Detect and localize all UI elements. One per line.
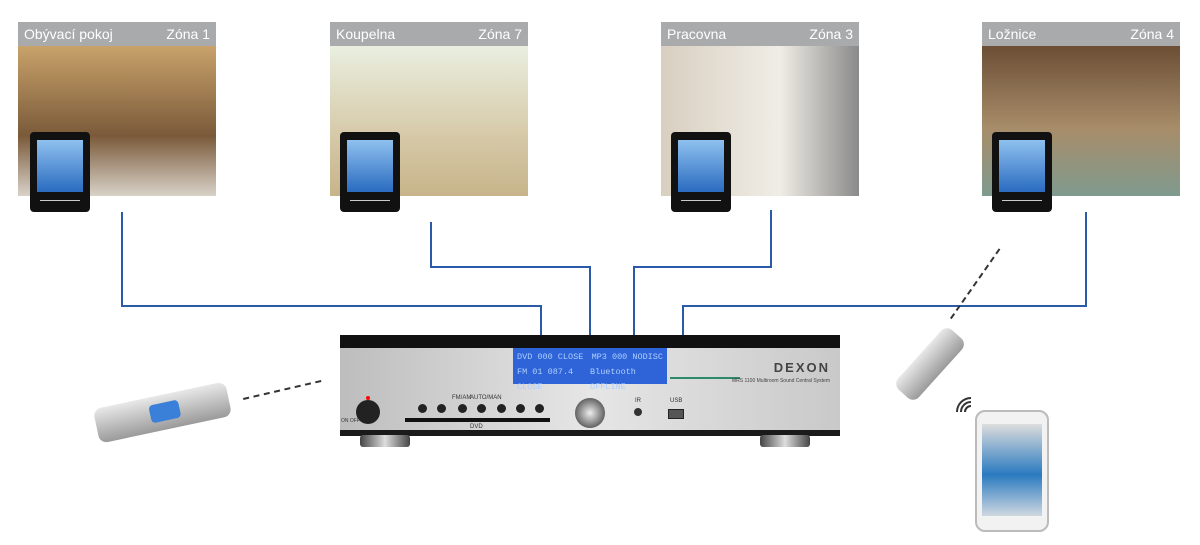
lcd-line: FM 01 087.4 CLOSE [517,367,574,392]
wire-zone-1 [121,305,542,307]
wall-touch-panel[interactable] [992,132,1052,212]
zone-1-panel: Obývací pokoj Zóna 1 [18,22,216,196]
room-label: Ložnice [988,26,1037,42]
wire-zone-4 [682,305,684,335]
power-led [366,396,370,400]
room-label: Koupelna [336,26,396,42]
wire-zone-3 [633,266,772,268]
volume-knob[interactable] [575,398,605,428]
wifi-icon [956,397,972,413]
wire-zone-1 [540,305,542,335]
wire-zone-1 [121,212,123,306]
room-label: Pracovna [667,26,727,42]
accent-line [670,377,740,379]
wire-zone-4 [1085,212,1087,306]
usb-port[interactable] [668,409,684,419]
power-button[interactable] [356,400,380,424]
wire-zone-4 [682,305,1087,307]
device-button[interactable] [458,404,467,413]
phone-app-screen [982,424,1042,516]
zone-4-panel: Ložnice Zóna 4 [982,22,1180,196]
device-button[interactable] [477,404,486,413]
zone-label: Zóna 4 [1130,26,1174,42]
ir-signal-line-2 [950,248,1001,320]
ir-remote-control[interactable] [92,381,233,444]
wire-zone-7 [430,266,591,268]
remote-dpad [148,399,182,424]
lcd-display: DVD 000 CLOSE MP3 000 NODISC FM 01 087.4 … [513,348,667,392]
lcd-line: MP3 000 NODISC [591,352,663,362]
model-label: MRS 1100 Multiroom Sound Central System [731,378,830,384]
zone-label: Zóna 1 [166,26,210,42]
dexon-central-unit: DVD 000 CLOSE MP3 000 NODISC FM 01 087.4 … [340,335,840,447]
wall-touch-panel[interactable] [30,132,90,212]
wire-zone-3 [770,210,772,268]
lcd-line: Bluetooth OFFLINE [590,367,636,392]
brand-logo: DEXON [773,360,830,375]
fmam-label: FM/AM [452,395,472,401]
smartphone[interactable] [975,410,1049,532]
usb-label: USB [670,398,683,404]
ir-label: IR [635,398,641,404]
dvd-slot[interactable] [405,418,550,422]
zone-label: Zóna 7 [478,26,522,42]
room-label: Obývací pokoj [24,26,113,42]
wall-touch-panel[interactable] [671,132,731,212]
zone-3-panel: Pracovna Zóna 3 [661,22,859,196]
ir-sensor [634,408,642,416]
device-button[interactable] [516,404,525,413]
auto-man-label: AUTO/MAN [470,395,502,401]
wire-zone-3 [633,266,635,335]
lcd-line: DVD 000 CLOSE [517,352,584,362]
device-button[interactable] [418,404,427,413]
device-button[interactable] [535,404,544,413]
dvd-label: DVD [470,424,483,430]
wire-zone-7 [430,222,432,268]
ir-signal-line [243,380,322,400]
on-off-label: ON OFF [341,418,360,424]
zone-label: Zóna 3 [809,26,853,42]
wire-zone-7 [589,266,591,335]
device-button[interactable] [437,404,446,413]
wall-touch-panel[interactable] [340,132,400,212]
device-button[interactable] [497,404,506,413]
